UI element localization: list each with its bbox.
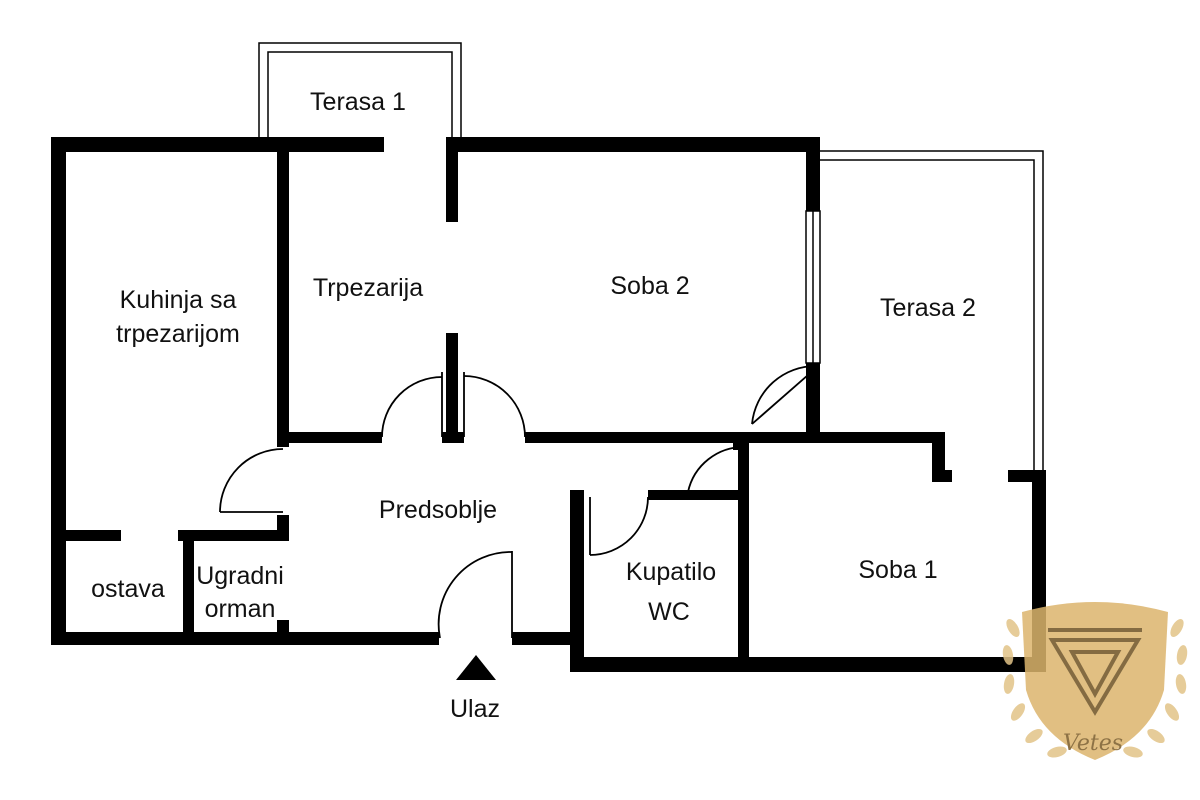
- wall-left: [51, 137, 66, 645]
- wall-hall-top-2: [442, 432, 464, 443]
- vetes-logo: Vetes: [1002, 602, 1188, 760]
- door-trpezarija-left: [381, 372, 443, 438]
- label-kuhinja-line2: trpezarijom: [116, 320, 240, 348]
- wall-bottom-mid: [512, 632, 582, 645]
- laurel-wreath-icon: [1002, 618, 1188, 758]
- label-ugradni-line1: Ugradni: [196, 562, 284, 590]
- label-soba-1: Soba 1: [858, 556, 937, 584]
- wall-top-left: [51, 137, 384, 152]
- label-kupatilo-line1: Kupatilo: [626, 558, 716, 586]
- label-terasa-2: Terasa 2: [880, 294, 976, 322]
- door-bathroom: [589, 496, 649, 556]
- wall-soba2-right-upper: [806, 137, 820, 211]
- door-trpezarija-right: [463, 372, 526, 438]
- wall-bottom-right: [570, 657, 1046, 672]
- door-soba1: [687, 446, 746, 495]
- wall-kitchen-stub: [277, 620, 289, 632]
- wall-ostava-top-1: [51, 530, 121, 541]
- wall-soba1-top: [932, 432, 945, 482]
- v-emblem-icon: [1048, 628, 1142, 716]
- label-soba-2: Soba 2: [610, 272, 689, 300]
- door-kitchen: [219, 448, 284, 513]
- wall-soba2-right-lower: [806, 363, 820, 433]
- entrance-arrow: [456, 655, 496, 680]
- label-predsoblje: Predsoblje: [379, 496, 497, 524]
- wall-bath-right: [738, 443, 749, 668]
- wall-bath-outer-left: [570, 490, 584, 672]
- label-terasa-1: Terasa 1: [310, 88, 406, 116]
- label-trpezarija: Trpezarija: [313, 274, 423, 302]
- wall-ostava-top-2: [178, 530, 289, 541]
- terrace-1-railing: [258, 42, 462, 137]
- label-kupatilo-line2: WC: [648, 598, 690, 626]
- wall-dining-soba2-upper: [446, 137, 458, 222]
- label-ugradni-line2: orman: [205, 595, 276, 623]
- door-entrance: [437, 551, 513, 639]
- label-kuhinja-line1: Kuhinja sa: [120, 286, 237, 314]
- window-soba2: [805, 210, 821, 364]
- walls: [51, 137, 1046, 672]
- door-terasa2: [751, 365, 817, 425]
- wall-soba1-top-stub: [932, 470, 952, 482]
- logo-text: Vetes: [1063, 731, 1123, 756]
- wall-top-right: [446, 137, 820, 152]
- wall-bath-top: [648, 490, 748, 500]
- doors: [219, 365, 817, 639]
- label-ulaz: Ulaz: [450, 695, 500, 723]
- label-ostava: ostava: [91, 575, 165, 603]
- wall-kitchen-dining: [277, 137, 289, 447]
- wall-dining-soba2-lower: [446, 333, 458, 443]
- wall-bottom-left: [51, 632, 439, 645]
- terrace-2-railing: [820, 150, 1044, 472]
- wall-hall-top-1: [277, 432, 382, 443]
- wall-ostava-divider: [183, 530, 194, 640]
- room-labels: Terasa 1 Kuhinja sa trpezarijom Trpezari…: [91, 88, 976, 723]
